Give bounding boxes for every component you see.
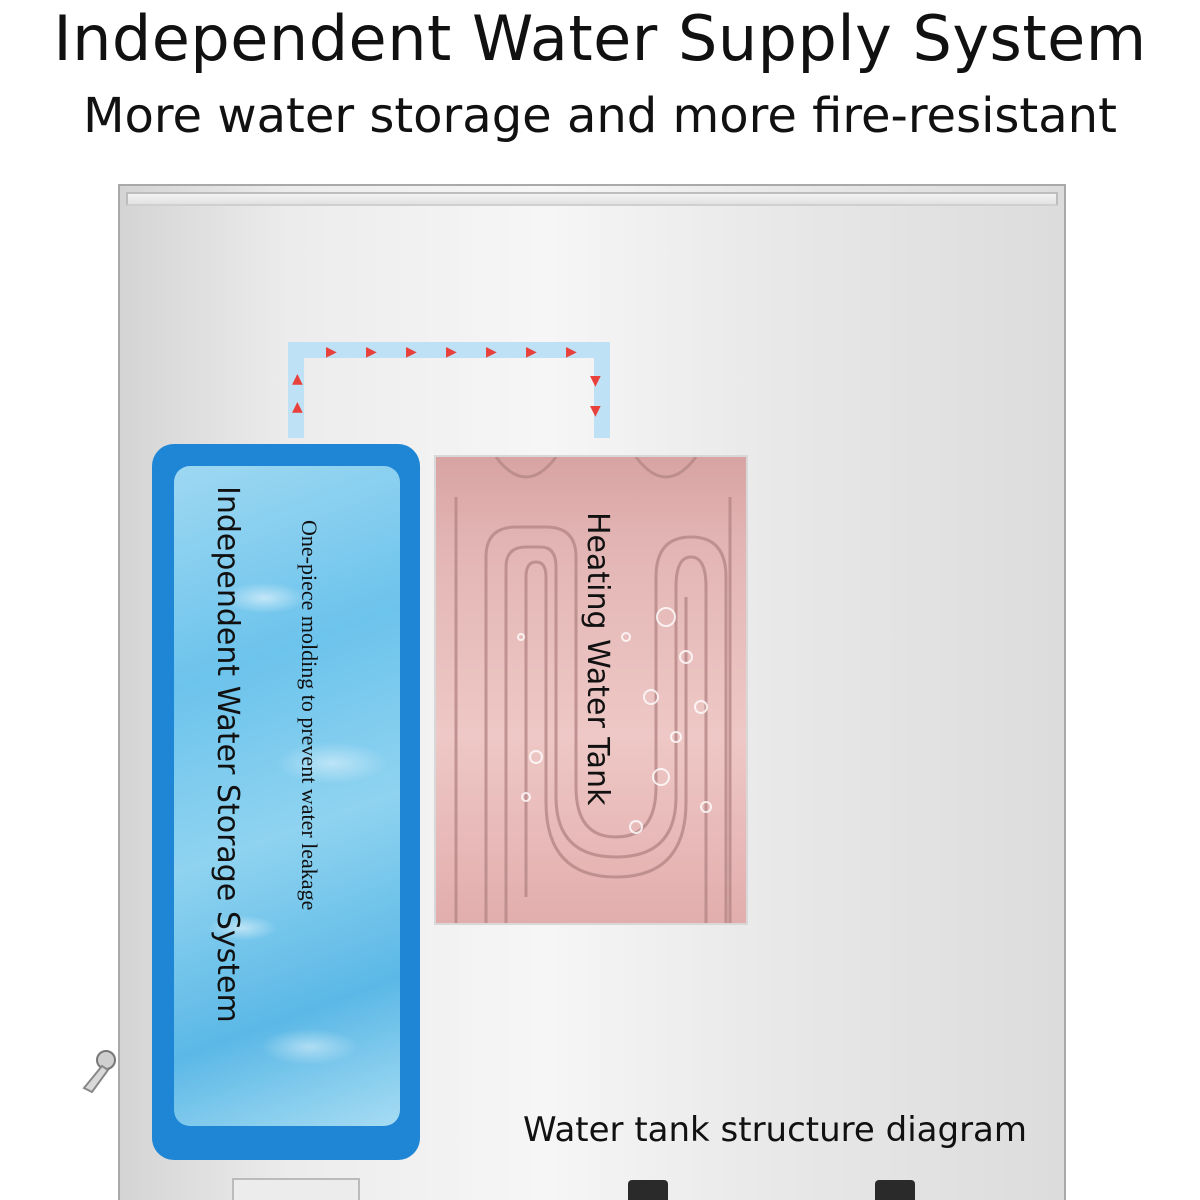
flow-arrow-icon: ▼ — [590, 403, 601, 419]
storage-tank-label: Independent Water Storage System — [210, 486, 245, 1023]
flow-arrow-icon: ▶ — [366, 344, 377, 360]
storage-tank-water — [174, 466, 400, 1126]
flow-arrow-icon: ▲ — [292, 399, 303, 415]
page-subtitle: More water storage and more fire-resista… — [83, 88, 1117, 144]
power-socket — [232, 1178, 360, 1200]
diagram-caption: Water tank structure diagram — [523, 1110, 1028, 1150]
cabinet-foot-right — [875, 1180, 915, 1200]
flow-arrow-icon: ▶ — [446, 344, 457, 360]
flow-arrow-icon: ▶ — [486, 344, 497, 360]
heating-element — [454, 457, 732, 923]
flow-arrow-icon: ▶ — [406, 344, 417, 360]
flow-arrow-icon: ▶ — [326, 344, 337, 360]
drain-valve-icon — [80, 1048, 120, 1098]
cabinet-top-lip — [126, 192, 1058, 206]
flow-arrow-icon: ▶ — [566, 344, 577, 360]
cabinet-foot-left — [628, 1180, 668, 1200]
flow-arrow-icon: ▶ — [526, 344, 537, 360]
heating-tank — [434, 455, 748, 925]
connecting-pipe — [288, 342, 610, 438]
flow-arrow-icon: ▼ — [590, 373, 601, 389]
heating-tank-label: Heating Water Tank — [580, 512, 615, 806]
page-title: Independent Water Supply System — [53, 2, 1147, 75]
flow-arrow-icon: ▲ — [292, 371, 303, 387]
storage-tank-note: One-piece molding to prevent water leaka… — [297, 520, 322, 911]
